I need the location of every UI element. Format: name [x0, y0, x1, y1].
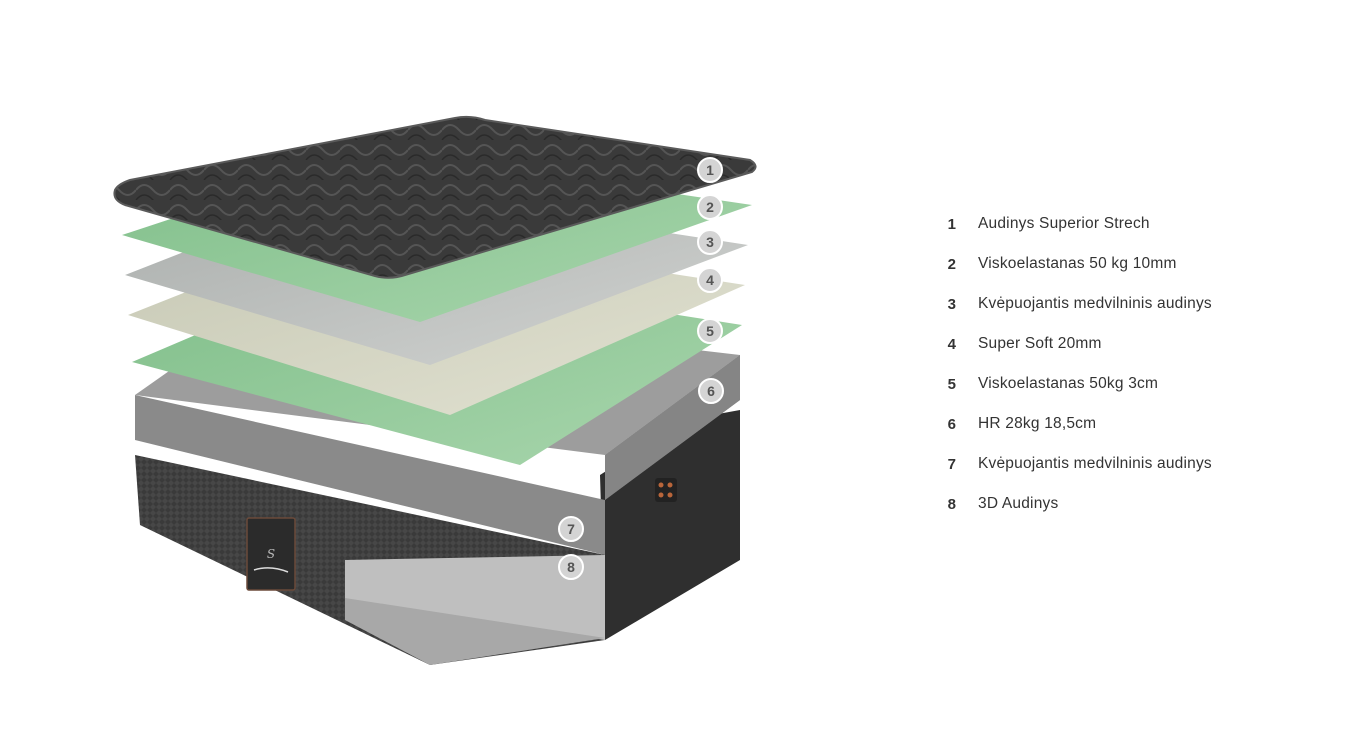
legend-number: 1	[947, 215, 956, 233]
badge-8: 8	[558, 554, 584, 580]
legend-item-3: 3 Kvėpuojantis medvilninis audinys	[930, 284, 1330, 324]
badge-3: 3	[697, 229, 723, 255]
legend-item-6: 6 HR 28kg 18,5cm	[930, 404, 1330, 444]
legend-number: 7	[947, 455, 956, 473]
svg-text:5: 5	[706, 323, 714, 339]
legend-number: 8	[947, 495, 956, 513]
legend-number: 4	[947, 335, 956, 353]
legend-label: 3D Audinys	[978, 495, 1059, 512]
legend-label: Kvėpuojantis medvilninis audinys	[978, 295, 1212, 312]
legend-label: HR 28kg 18,5cm	[978, 415, 1097, 432]
legend-item-2: 2 Viskoelastanas 50 kg 10mm	[930, 244, 1330, 284]
control-buttons-icon	[655, 478, 677, 502]
brand-label-swoosh	[253, 567, 289, 573]
legend-item-1: 1 Audinys Superior Strech	[930, 204, 1330, 244]
legend-label: Viskoelastanas 50 kg 10mm	[978, 255, 1177, 272]
legend-number: 3	[947, 295, 956, 313]
legend-number: 6	[947, 415, 956, 433]
badge-1: 1	[697, 157, 723, 183]
badge-7: 7	[558, 516, 584, 542]
legend-item-7: 7 Kvėpuojantis medvilninis audinys	[930, 444, 1330, 484]
layer-badges: 1 2 3 4 5 6 7	[558, 157, 724, 580]
legend-label: Viskoelastanas 50kg 3cm	[978, 375, 1159, 392]
legend-label: Kvėpuojantis medvilninis audinys	[978, 455, 1212, 472]
svg-text:3: 3	[706, 234, 714, 250]
svg-text:2: 2	[706, 199, 714, 215]
svg-text:4: 4	[706, 272, 714, 288]
badge-2: 2	[697, 194, 723, 220]
svg-text:6: 6	[707, 383, 715, 399]
layers-legend: 1 Audinys Superior Strech 2 Viskoelastan…	[930, 204, 1330, 524]
legend-item-5: 5 Viskoelastanas 50kg 3cm	[930, 364, 1330, 404]
badge-6: 6	[698, 378, 724, 404]
legend-label: Audinys Superior Strech	[978, 215, 1150, 232]
svg-text:1: 1	[706, 162, 714, 178]
mattress-base: S	[135, 410, 740, 665]
brand-label-mark: S	[267, 547, 275, 561]
spinal-brand-label-icon	[246, 517, 296, 591]
svg-text:8: 8	[567, 559, 575, 575]
badge-5: 5	[697, 318, 723, 344]
legend-label: Super Soft 20mm	[978, 335, 1102, 352]
layer-1-quilted-top	[113, 115, 757, 279]
base-lower-fabric	[345, 598, 605, 665]
legend-number: 5	[947, 375, 956, 393]
badge-4: 4	[697, 267, 723, 293]
legend-number: 2	[947, 255, 956, 273]
legend-item-4: 4 Super Soft 20mm	[930, 324, 1330, 364]
svg-text:7: 7	[567, 521, 575, 537]
base-panel-grey	[345, 555, 605, 640]
legend-item-8: 8 3D Audinys	[930, 484, 1330, 524]
